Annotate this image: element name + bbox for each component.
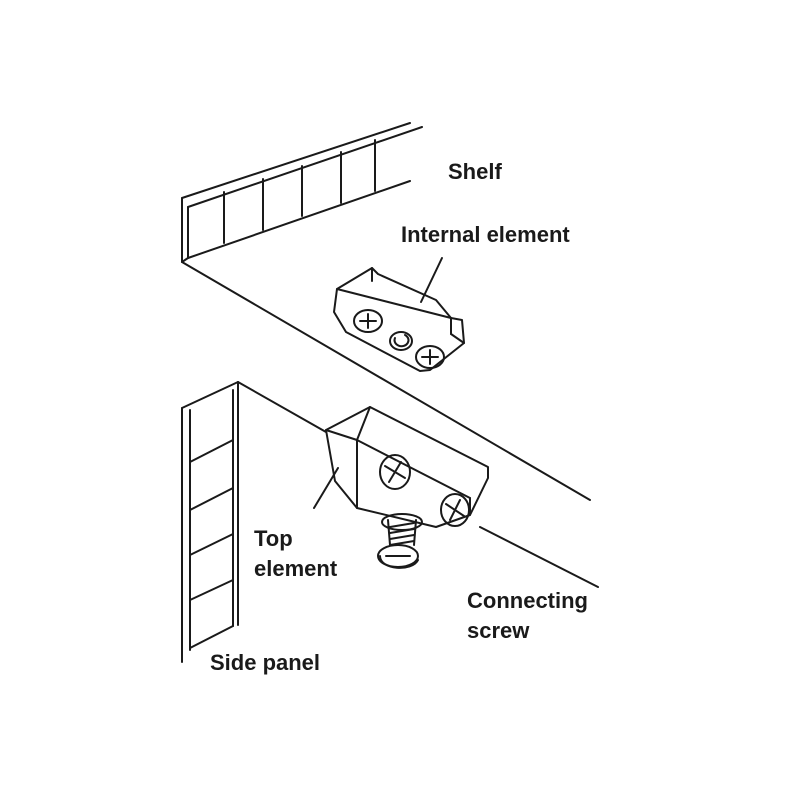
connecting-screw-drawing [377, 513, 423, 569]
label-internal-element: Internal element [401, 222, 570, 247]
label-top-element-line-2: element [254, 556, 338, 581]
shelf-drawing [181, 122, 591, 501]
side-panel-drawing [181, 381, 599, 663]
label-top-element-line-1: Top [254, 526, 293, 551]
top-element-drawing [313, 406, 489, 528]
label-connecting-screw-line-1: Connecting [467, 588, 588, 613]
label-connecting-screw-line-2: screw [467, 618, 530, 643]
label-side-panel: Side panel [210, 650, 321, 675]
internal-element-drawing [333, 257, 465, 372]
label-top-element: Top element [254, 524, 337, 584]
label-connecting-screw: Connecting screw [467, 586, 588, 646]
label-shelf: Shelf [448, 159, 502, 184]
